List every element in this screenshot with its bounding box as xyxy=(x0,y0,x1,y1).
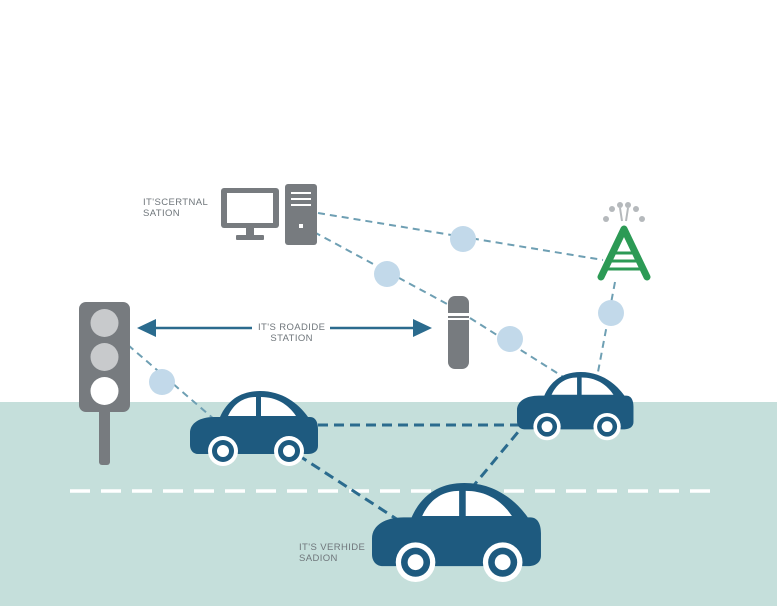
traffic-lamp-green xyxy=(90,377,119,405)
v2v-links xyxy=(297,419,530,522)
antenna-icon xyxy=(597,202,651,281)
vehicle-station-label-line1: IT'S VERHIDE xyxy=(299,542,366,553)
roadside-arrow xyxy=(137,319,432,337)
link-car-left-car-bottom xyxy=(297,453,399,522)
traffic-lamp-yellow xyxy=(90,343,119,371)
arrow-head-left xyxy=(137,319,156,337)
vehicle-station-label-line2: SADION xyxy=(299,553,338,564)
central-station-label: IT'SCERTNAL SATION xyxy=(143,197,208,219)
desktop-computer-icon xyxy=(221,184,317,245)
central-station-label-line1: IT'SCERTNAL xyxy=(143,197,209,208)
roadside-station-label-line2: STATION xyxy=(270,333,313,344)
car-icon xyxy=(190,391,318,466)
roadside-unit-icon xyxy=(448,296,469,369)
roadside-station-label-line1: IT'S ROADIDE xyxy=(258,322,326,333)
arrow-head-right xyxy=(413,319,432,337)
road-area xyxy=(0,402,777,606)
link-roadside-car-right xyxy=(469,317,566,379)
message-nodes xyxy=(149,226,624,395)
central-station-label-line2: SATION xyxy=(143,208,181,219)
message-node xyxy=(598,300,624,326)
vehicle-station-label: IT'S VERHIDE SADION xyxy=(299,542,365,564)
roadside-station-label: IT'S ROADIDE STATION xyxy=(258,322,325,344)
link-antenna-car-right xyxy=(597,281,616,373)
car-icon xyxy=(372,483,541,582)
message-node xyxy=(450,226,476,252)
traffic-light-icon xyxy=(79,302,130,465)
car-icon xyxy=(517,372,634,441)
message-node xyxy=(497,326,523,352)
message-node xyxy=(149,369,175,395)
communication-links xyxy=(127,212,616,421)
traffic-lamp-red xyxy=(90,309,119,337)
message-node xyxy=(374,261,400,287)
